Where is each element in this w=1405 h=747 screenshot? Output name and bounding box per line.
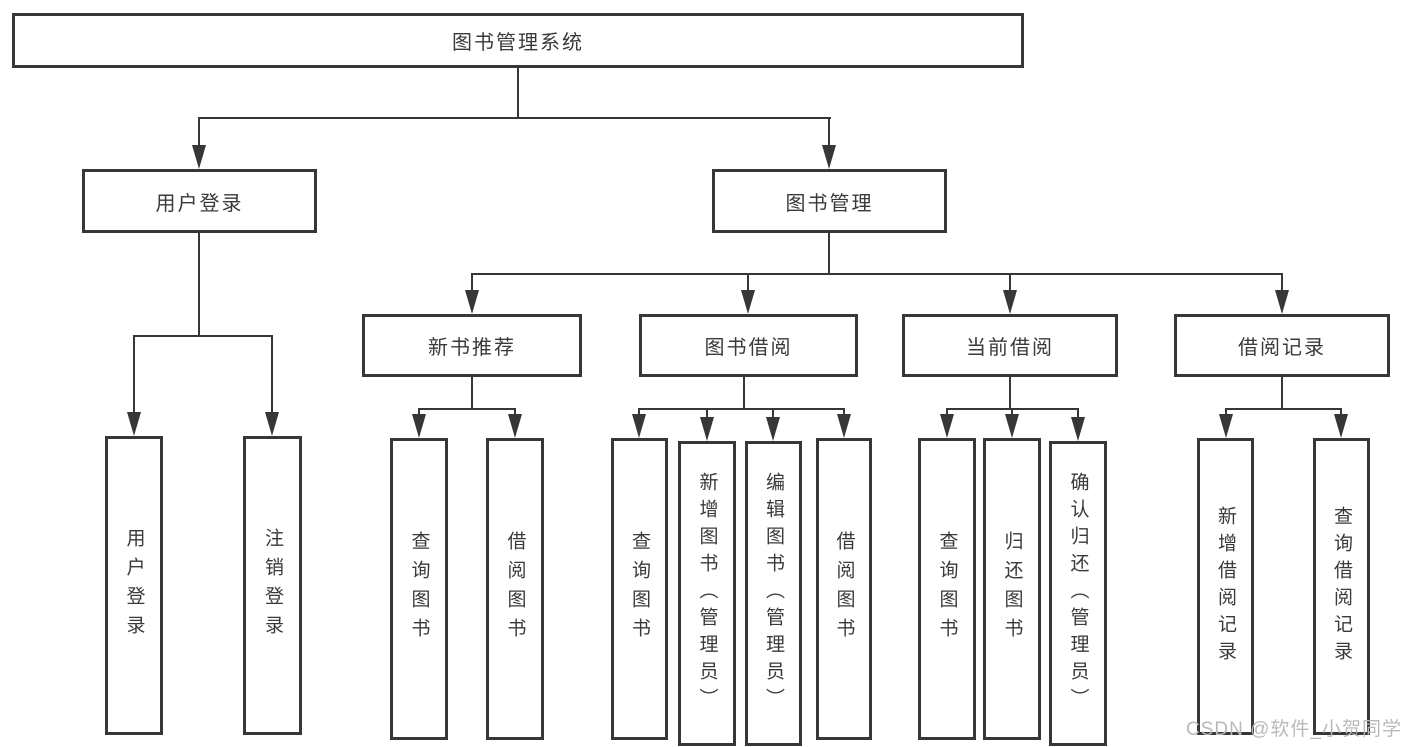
node-bb-borrow: 借阅图书 <box>816 438 872 740</box>
connector-drop-book-borrow <box>747 273 749 290</box>
arrowhead-down-icon <box>837 414 851 438</box>
connector-drop-cb-confirm <box>1077 408 1079 417</box>
connector-bb-stem <box>743 377 745 408</box>
arrowhead-down-icon <box>1334 414 1348 438</box>
node-bb-edit: 编辑图书（管理员） <box>745 441 802 746</box>
connector-nbr-rail <box>418 408 516 410</box>
arrowhead-down-icon <box>127 412 141 436</box>
connector-book-mgmt-rail <box>471 273 1282 275</box>
node-nbr-query-label: 查询图书 <box>408 531 430 647</box>
connector-drop-cb-return <box>1011 408 1013 414</box>
node-br-add-label: 新增借阅记录 <box>1215 505 1236 668</box>
connector-user-login-stem <box>198 233 200 335</box>
node-cb-return-label: 归还图书 <box>1001 531 1023 647</box>
node-nbr-query: 查询图书 <box>390 438 448 740</box>
connector-br-stem <box>1281 377 1283 408</box>
connector-drop-bb-query <box>638 408 640 414</box>
node-book-mgmt: 图书管理 <box>712 169 947 233</box>
node-book-borrow: 图书借阅 <box>639 314 858 377</box>
connector-root-rail <box>198 117 831 119</box>
connector-drop-nbr-query <box>418 408 420 414</box>
node-root-label: 图书管理系统 <box>452 32 584 54</box>
connector-drop-bb-add <box>706 408 708 417</box>
connector-drop-borrow-record <box>1281 273 1283 290</box>
arrowhead-down-icon <box>465 290 479 314</box>
node-ul-login-label: 用户登录 <box>123 527 145 644</box>
connector-drop-ul-logout <box>271 335 273 412</box>
connector-book-mgmt-stem <box>828 233 830 273</box>
connector-drop-new-book-rec <box>471 273 473 290</box>
node-cb-query-label: 查询图书 <box>936 531 958 647</box>
arrowhead-down-icon <box>741 290 755 314</box>
connector-drop-bb-edit <box>772 408 774 417</box>
node-current-borrow-label: 当前借阅 <box>966 337 1054 359</box>
arrowhead-down-icon <box>632 414 646 438</box>
connector-user-login-rail <box>133 335 273 337</box>
node-book-borrow-label: 图书借阅 <box>704 337 793 359</box>
connector-drop-current-borrow <box>1009 273 1011 290</box>
node-bb-query-label: 查询图书 <box>629 531 650 647</box>
node-root: 图书管理系统 <box>12 13 1024 68</box>
csdn-watermark: CSDN @软件_小贺同学 <box>1186 719 1402 740</box>
arrowhead-down-icon <box>1071 417 1085 441</box>
connector-drop-cb-query <box>946 408 948 414</box>
connector-drop-br-add <box>1225 408 1227 414</box>
node-bb-add-label: 新增图书（管理员） <box>696 472 718 715</box>
arrowhead-down-icon <box>192 145 206 169</box>
connector-br-rail <box>1225 408 1342 410</box>
node-user-login-label: 用户登录 <box>155 192 244 215</box>
arrowhead-down-icon <box>1003 290 1017 314</box>
node-bb-add: 新增图书（管理员） <box>678 441 736 746</box>
node-cb-confirm: 确认归还（管理员） <box>1049 441 1107 746</box>
node-cb-query: 查询图书 <box>918 438 976 740</box>
arrowhead-down-icon <box>412 414 426 438</box>
node-user-login: 用户登录 <box>82 169 317 233</box>
node-cb-return: 归还图书 <box>983 438 1041 740</box>
connector-root-stem <box>517 68 519 117</box>
node-ul-login: 用户登录 <box>105 436 163 735</box>
node-ul-logout: 注销登录 <box>243 436 302 735</box>
node-new-book-rec-label: 新书推荐 <box>428 337 516 359</box>
arrowhead-down-icon <box>700 417 714 441</box>
arrowhead-down-icon <box>940 414 954 438</box>
node-nbr-borrow: 借阅图书 <box>486 438 544 740</box>
node-nbr-borrow-label: 借阅图书 <box>504 531 526 647</box>
arrowhead-down-icon <box>1275 290 1289 314</box>
connector-drop-user-login <box>198 117 200 147</box>
connector-bb-rail <box>639 408 844 410</box>
arrowhead-down-icon <box>265 412 279 436</box>
arrowhead-down-icon <box>822 145 836 169</box>
connector-drop-br-query <box>1340 408 1342 414</box>
node-new-book-rec: 新书推荐 <box>362 314 582 377</box>
arrowhead-down-icon <box>766 417 780 441</box>
arrowhead-down-icon <box>1219 414 1233 438</box>
node-bb-query: 查询图书 <box>611 438 668 740</box>
node-current-borrow: 当前借阅 <box>902 314 1118 377</box>
connector-cb-stem <box>1009 377 1011 408</box>
node-borrow-record: 借阅记录 <box>1174 314 1390 377</box>
node-ul-logout-label: 注销登录 <box>262 527 283 644</box>
connector-nbr-stem <box>471 377 473 408</box>
arrowhead-down-icon <box>508 414 522 438</box>
connector-drop-ul-login <box>133 335 135 412</box>
connector-drop-book-mgmt <box>828 117 830 147</box>
node-cb-confirm-label: 确认归还（管理员） <box>1067 472 1089 715</box>
arrowhead-down-icon <box>1005 414 1019 438</box>
node-bb-borrow-label: 借阅图书 <box>833 531 855 647</box>
node-br-query: 查询借阅记录 <box>1313 438 1370 735</box>
connector-drop-bb-borrow <box>843 408 845 414</box>
node-borrow-record-label: 借阅记录 <box>1238 337 1326 359</box>
node-book-mgmt-label: 图书管理 <box>785 192 874 215</box>
node-br-add: 新增借阅记录 <box>1197 438 1254 735</box>
node-bb-edit-label: 编辑图书（管理员） <box>763 472 784 715</box>
connector-drop-nbr-borrow <box>514 408 516 414</box>
node-br-query-label: 查询借阅记录 <box>1331 505 1352 668</box>
